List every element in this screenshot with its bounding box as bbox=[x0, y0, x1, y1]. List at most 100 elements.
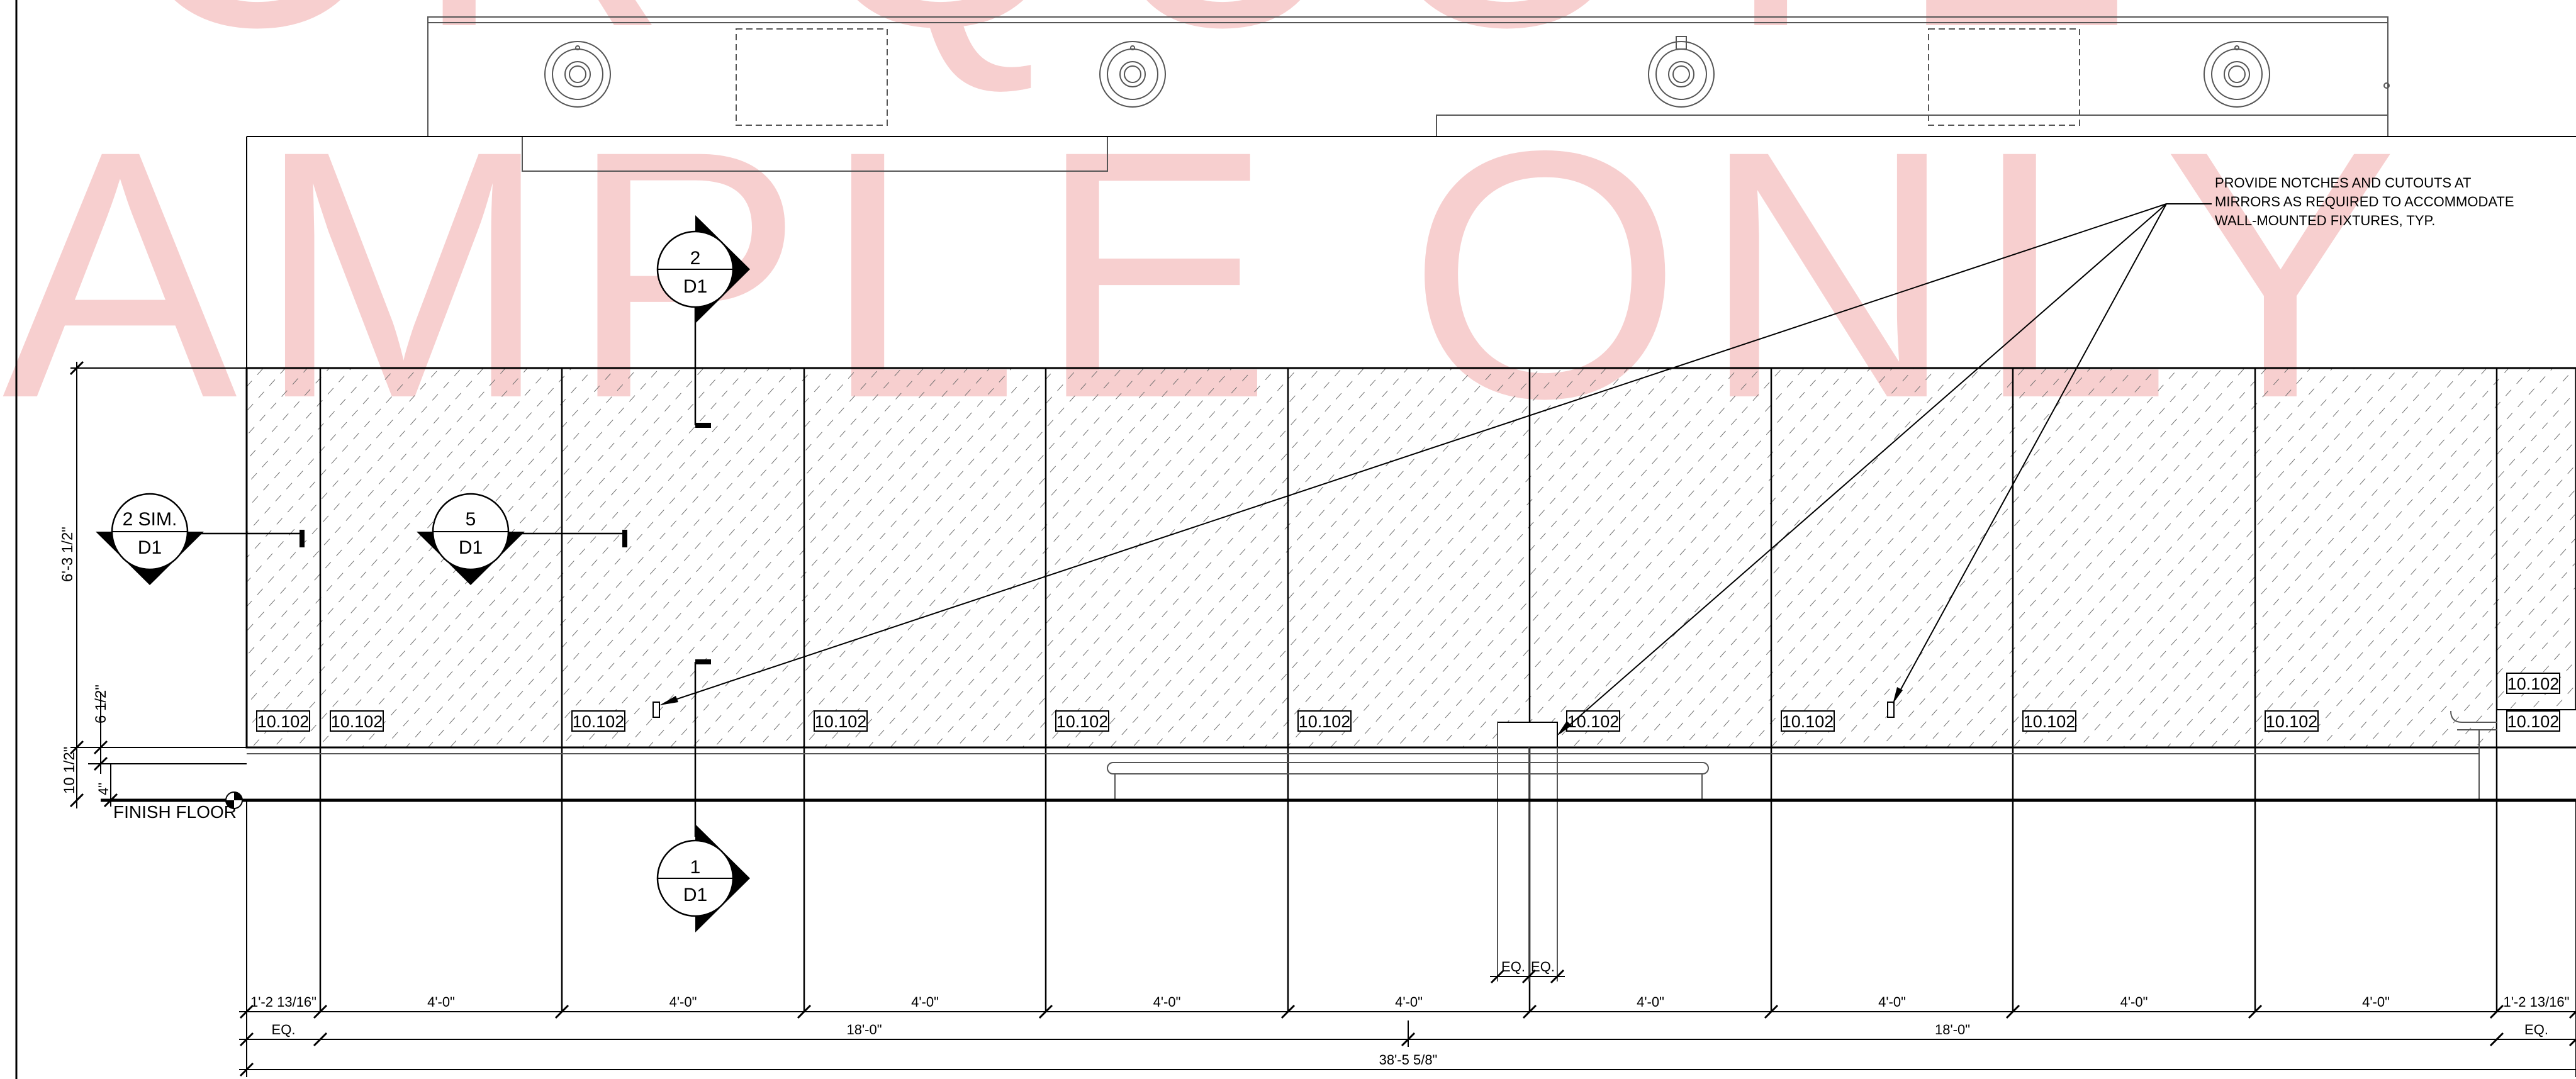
section-marker-bottom-number: 1 bbox=[690, 857, 701, 878]
section-marker-left-sheet: D1 bbox=[138, 537, 162, 558]
dim-height-counter: 10 1/2" bbox=[61, 747, 78, 794]
dim-panel-width: 4'-0" bbox=[1153, 994, 1181, 1010]
mirror-tag-label: 10.102 bbox=[1299, 712, 1351, 731]
leader-arrow bbox=[1893, 687, 1903, 704]
mirror-tag-label: 10.102 bbox=[1056, 712, 1109, 731]
fixture-cutout bbox=[1887, 702, 1895, 718]
dim-overall: 38'-5 5/8" bbox=[1379, 1052, 1438, 1068]
mirror-tag: 10.102 bbox=[2265, 710, 2319, 732]
dimension-tick bbox=[1280, 1004, 1296, 1019]
dim-panel-width: 4'-0" bbox=[1878, 994, 1906, 1010]
fixture-note: PROVIDE NOTCHES AND CUTOUTS AT MIRRORS A… bbox=[659, 175, 2514, 736]
ceiling-plan-strip bbox=[246, 16, 2576, 368]
mirror-tag: 10.102 bbox=[1297, 710, 1352, 732]
section-marker-top-number: 2 bbox=[690, 248, 701, 269]
mirror-tag: 10.102 bbox=[2506, 673, 2560, 694]
vanity-counter bbox=[247, 710, 2576, 981]
finish-floor-label: FINISH FLOOR bbox=[113, 802, 237, 822]
mirror-wall bbox=[245, 367, 2576, 1012]
mirror-tag-label: 10.102 bbox=[2507, 674, 2560, 693]
mirror-hatch-area bbox=[247, 368, 2575, 747]
note-line-1: PROVIDE NOTCHES AND CUTOUTS AT bbox=[2215, 175, 2471, 191]
panel-dividers bbox=[319, 368, 2498, 1012]
section-marker-mid-number: 5 bbox=[466, 509, 476, 530]
mirror-tag: 10.102 bbox=[2506, 710, 2560, 732]
mirror-tag: 10.102 bbox=[1781, 710, 1835, 732]
dim-eq-small: EQ. bbox=[1501, 959, 1525, 975]
note-line-2: MIRRORS AS REQUIRED TO ACCOMMODATE bbox=[2215, 194, 2514, 210]
dim-height-base: 4" bbox=[96, 783, 111, 795]
mirror-tag-box bbox=[1055, 710, 1109, 732]
dimension-tick bbox=[2005, 1004, 2020, 1019]
dimension-tick bbox=[2489, 1004, 2504, 1019]
mirror-tag-box bbox=[330, 710, 384, 732]
dim-panel-width: 4'-0" bbox=[1395, 994, 1423, 1010]
mirror-tag-box bbox=[256, 710, 310, 732]
mirror-tag-box bbox=[1297, 710, 1352, 732]
mirror-tag-box bbox=[1781, 710, 1835, 732]
mirror-tag-label: 10.102 bbox=[815, 712, 867, 731]
dim-panel-width: 4'-0" bbox=[669, 994, 697, 1010]
mirror-tag-box bbox=[2265, 710, 2319, 732]
dimension-tick bbox=[2568, 1037, 2576, 1047]
light-fixture-icon bbox=[2204, 41, 2270, 108]
dimension-tick bbox=[313, 1004, 328, 1019]
mirror-tag-label: 10.102 bbox=[2266, 712, 2318, 731]
mirror-tags: 10.102 10.102 10.102 10.102 10.102 10.102 10.1… bbox=[256, 673, 2560, 732]
leader-arrow bbox=[1557, 721, 1572, 736]
dim-panel-width: 4'-0" bbox=[427, 994, 455, 1010]
dim-panel-width: 4'-0" bbox=[2362, 994, 2390, 1010]
leader-arrow bbox=[659, 696, 678, 705]
mirror-tag-label: 10.102 bbox=[1782, 712, 1834, 731]
dimension-tick bbox=[2248, 1004, 2263, 1019]
note-leaders bbox=[663, 203, 2212, 734]
sink-notch bbox=[1497, 722, 1558, 748]
mirror-tag-label: 10.102 bbox=[2507, 712, 2560, 731]
light-fixture-icon bbox=[1648, 36, 1715, 108]
fixture-cutout bbox=[652, 702, 660, 718]
mirror-tag-box bbox=[814, 710, 868, 732]
mirror-tag: 10.102 bbox=[2022, 710, 2076, 732]
dimension-tick bbox=[1522, 1004, 1537, 1019]
dim-panel-width: 1'-2 13/16" bbox=[250, 994, 316, 1010]
dim-group: EQ. bbox=[2524, 1022, 2548, 1037]
mirror-tag: 10.102 bbox=[1055, 710, 1109, 732]
note-line-3: WALL-MOUNTED FIXTURES, TYP. bbox=[2215, 213, 2435, 228]
dim-panel-width: 4'-0" bbox=[1637, 994, 1664, 1010]
dim-panel-width: 4'-0" bbox=[2120, 994, 2148, 1010]
dimension-tick bbox=[1038, 1004, 1053, 1019]
mirror-tag-label: 10.102 bbox=[257, 712, 310, 731]
dimension-tick bbox=[797, 1004, 812, 1019]
dimension-tick bbox=[2568, 1010, 2576, 1019]
dim-panel-width: 1'-2 13/16" bbox=[2504, 994, 2570, 1010]
section-marker-mid: 5 D1 bbox=[417, 493, 627, 585]
light-fixtures bbox=[544, 36, 2270, 108]
finish-floor: FINISH FLOOR bbox=[101, 791, 2576, 822]
mirror-tag-label: 10.102 bbox=[2024, 712, 2076, 731]
section-marker-mid-sheet: D1 bbox=[459, 537, 483, 558]
dimension-tick bbox=[1550, 969, 1565, 984]
mirror-tag: 10.102 bbox=[256, 710, 310, 732]
mirror-tag-box bbox=[1566, 710, 1620, 732]
dimension-tick bbox=[2489, 1032, 2504, 1047]
light-fixture-icon bbox=[1099, 41, 1166, 108]
dim-group: 18'-0" bbox=[846, 1022, 882, 1037]
level-datum-icon bbox=[225, 791, 243, 809]
dimension-tick bbox=[1490, 969, 1505, 984]
section-marker-left: 2 SIM. D1 bbox=[96, 493, 305, 585]
dimension-tick bbox=[313, 1032, 328, 1047]
dim-eq-small: EQ. bbox=[1531, 959, 1555, 975]
dim-panel-width: 4'-0" bbox=[911, 994, 939, 1010]
section-marker-left-number: 2 SIM. bbox=[123, 509, 177, 530]
dim-height-overall: 6'-3 1/2" bbox=[59, 527, 76, 582]
dimension-tick bbox=[1521, 969, 1537, 984]
dimension-tick bbox=[1764, 1004, 1779, 1019]
mirror-tag-box bbox=[2506, 673, 2560, 694]
dim-group: 18'-0" bbox=[1935, 1022, 1970, 1037]
mirror-tag-box bbox=[571, 710, 625, 732]
dim-group: EQ. bbox=[272, 1022, 296, 1037]
section-marker-bottom: 1 D1 bbox=[656, 659, 750, 932]
mirror-tag: 10.102 bbox=[571, 710, 625, 732]
section-marker-top: 2 D1 bbox=[656, 215, 750, 428]
